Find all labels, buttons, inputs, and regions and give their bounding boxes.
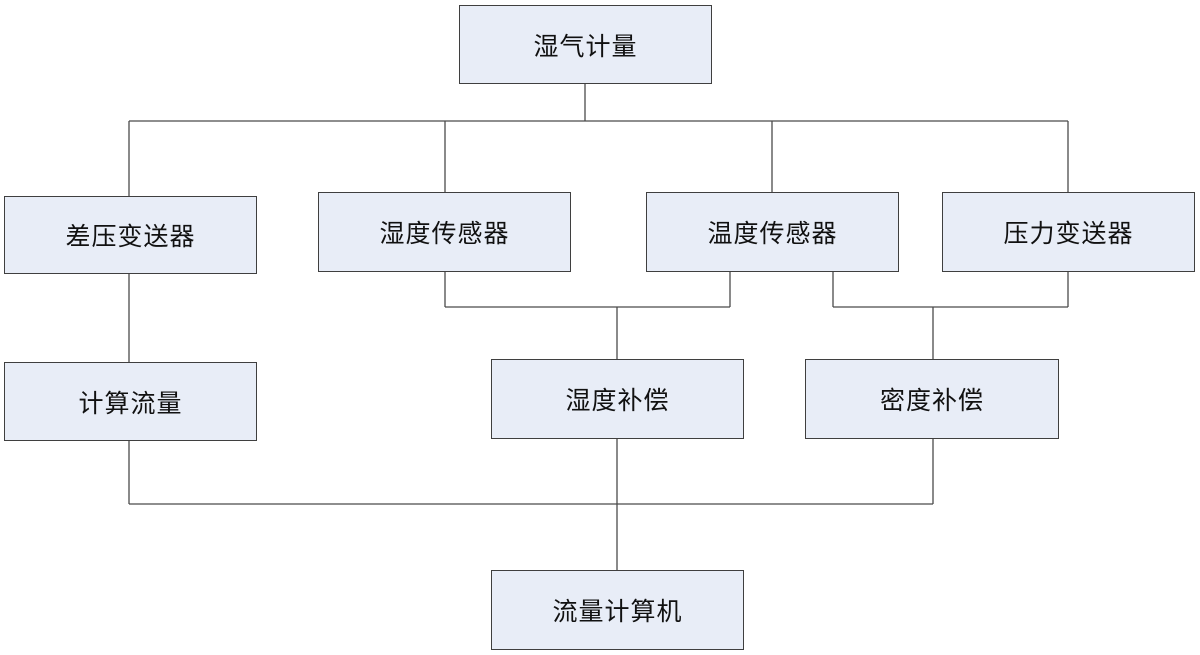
node-temperature-sensor: 温度传感器 <box>646 192 899 272</box>
node-density-compensation-label: 密度补偿 <box>879 386 984 415</box>
node-root-label: 湿气计量 <box>533 31 638 61</box>
node-density-compensation: 密度补偿 <box>805 359 1059 439</box>
node-humidity-sensor-label: 湿度传感器 <box>379 219 510 248</box>
node-temperature-sensor-label: 温度传感器 <box>707 219 838 248</box>
node-dp-transmitter: 差压变送器 <box>4 196 257 274</box>
node-humidity-sensor: 湿度传感器 <box>318 192 571 272</box>
node-flow-computer-label: 流量计算机 <box>552 597 683 626</box>
node-humidity-compensation: 湿度补偿 <box>491 359 744 439</box>
node-pressure-transmitter-label: 压力变送器 <box>1003 219 1134 248</box>
node-root: 湿气计量 <box>459 5 712 84</box>
node-humidity-compensation-label: 湿度补偿 <box>565 386 670 415</box>
node-calc-flow-label: 计算流量 <box>78 388 183 418</box>
node-dp-transmitter-label: 差压变送器 <box>65 222 196 251</box>
node-flow-computer: 流量计算机 <box>491 570 744 650</box>
node-pressure-transmitter: 压力变送器 <box>942 192 1195 272</box>
node-calc-flow: 计算流量 <box>4 362 257 441</box>
